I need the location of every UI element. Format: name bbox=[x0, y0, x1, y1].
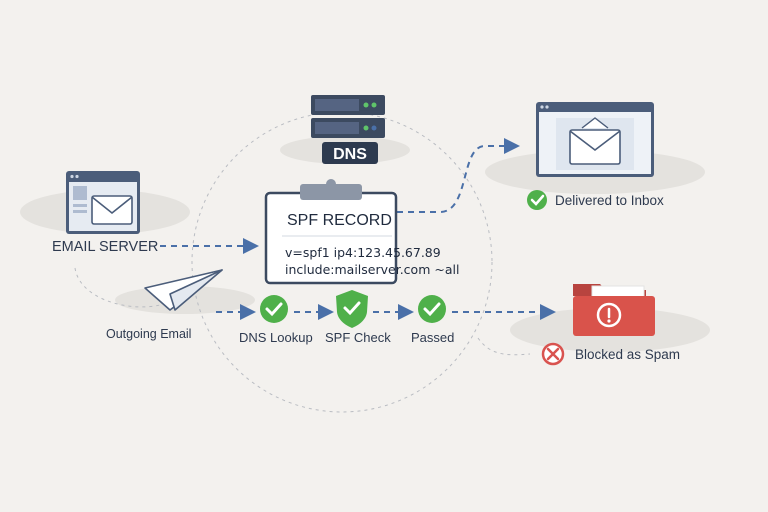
spf-record-line-2: include:mailserver.com ~all bbox=[285, 262, 460, 277]
dns-badge bbox=[322, 142, 378, 164]
envelope-icon bbox=[91, 195, 133, 225]
delivered-check-icon bbox=[527, 190, 547, 210]
email-server-window-icon bbox=[66, 171, 140, 234]
spf-record-title: SPF RECORD bbox=[287, 212, 392, 229]
email-server-label: EMAIL SERVER bbox=[52, 239, 159, 255]
outgoing-email-label: Outgoing Email bbox=[106, 327, 192, 341]
paper-plane-icon bbox=[144, 269, 223, 311]
blocked-curve bbox=[477, 337, 531, 356]
spam-folder-icon bbox=[573, 284, 655, 336]
envelope-icon bbox=[569, 129, 621, 165]
server-icon bbox=[311, 95, 385, 164]
passed-check-icon bbox=[418, 295, 446, 323]
clipboard-icon bbox=[264, 179, 398, 285]
outgoing-curve bbox=[74, 267, 161, 308]
dns-lookup-label: DNS Lookup bbox=[239, 330, 313, 345]
delivered-label: Delivered to Inbox bbox=[555, 193, 664, 208]
passed-label: Passed bbox=[411, 330, 455, 345]
dns-badge-label: DNS bbox=[333, 146, 367, 163]
spf-check-label: SPF Check bbox=[325, 330, 391, 345]
lookup-cycle-circle bbox=[191, 111, 493, 413]
shield-check-icon bbox=[336, 290, 368, 328]
dns-lookup-check-icon bbox=[260, 295, 288, 323]
spf-record-line-1: v=spf1 ip4:123.45.67.89 bbox=[285, 245, 441, 260]
inbox-window-icon bbox=[536, 102, 654, 177]
x-circle-icon bbox=[541, 342, 565, 366]
spf-to-inbox-arrow bbox=[397, 138, 520, 213]
blocked-label: Blocked as Spam bbox=[575, 347, 681, 362]
